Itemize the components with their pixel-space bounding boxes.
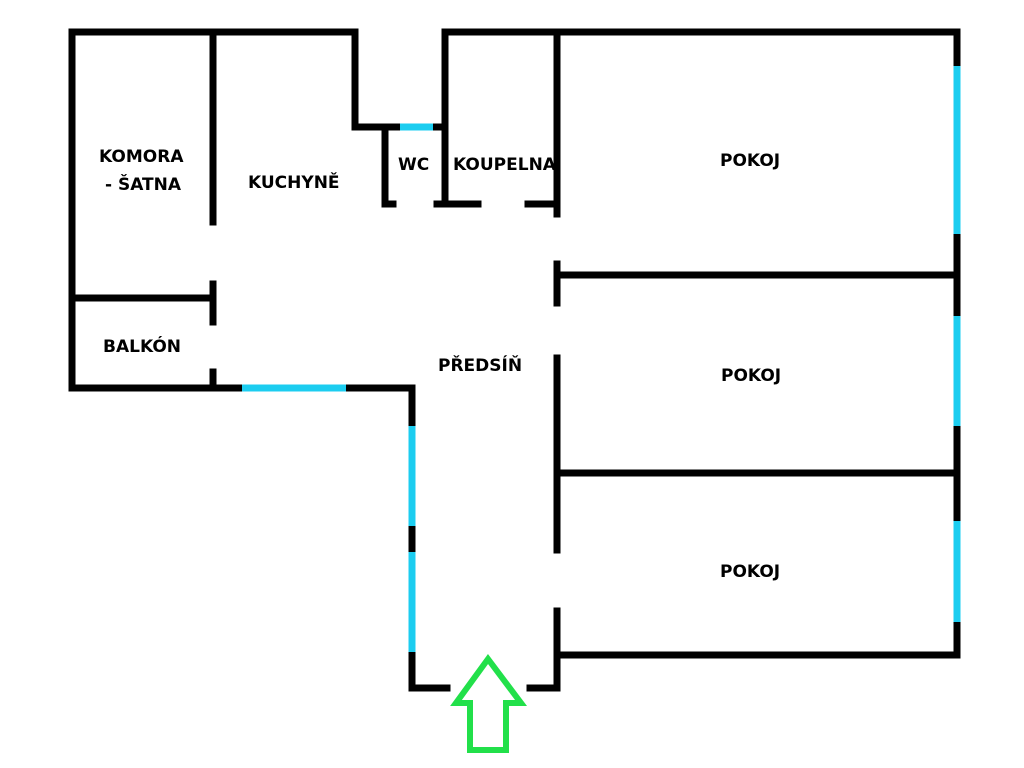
room-label-komora-line1: KOMORA	[99, 147, 184, 167]
windows	[242, 66, 961, 652]
room-labels: KOMORA - ŠATNA KUCHYNĚ WC KOUPELNA POKOJ…	[99, 147, 781, 582]
room-label-wc: WC	[398, 155, 429, 175]
room-label-pokoj-3: POKOJ	[720, 562, 780, 582]
room-label-balkon: BALKÓN	[103, 335, 181, 357]
room-label-pokoj-1: POKOJ	[720, 151, 780, 171]
room-label-kuchyne: KUCHYNĚ	[248, 171, 340, 193]
room-label-koupelna: KOUPELNA	[453, 155, 557, 175]
room-label-predsin: PŘEDSÍŇ	[438, 354, 522, 376]
up-arrow-icon	[450, 653, 527, 753]
room-label-komora-line2: - ŠATNA	[105, 173, 182, 195]
room-label-pokoj-2: POKOJ	[721, 366, 781, 386]
